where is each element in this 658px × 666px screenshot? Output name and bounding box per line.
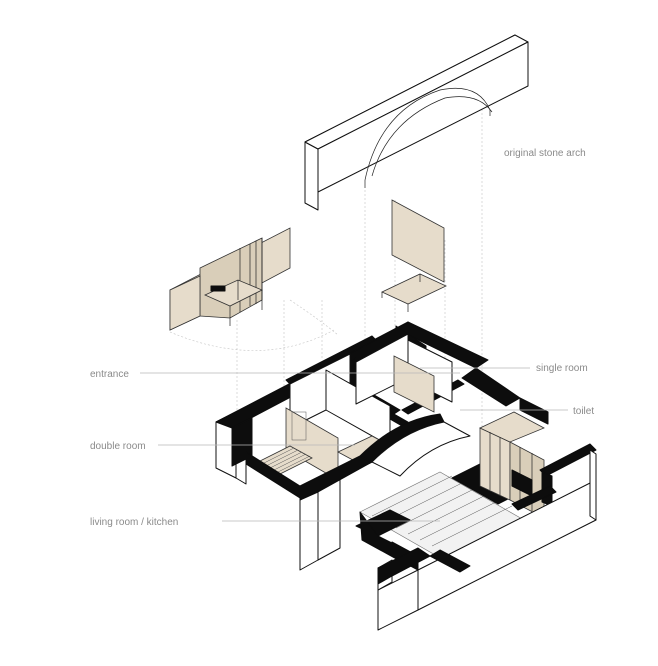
original-stone-arch-element — [304, 34, 529, 211]
floor-plan-axonometric — [215, 321, 597, 631]
label-toilet: toilet — [573, 406, 594, 417]
label-double-room: double room — [90, 441, 146, 452]
label-living-room-kitchen: living room / kitchen — [90, 517, 178, 528]
label-original-stone-arch: original stone arch — [504, 148, 586, 159]
label-single-room: single room — [536, 363, 588, 374]
leader-lines — [140, 367, 568, 522]
stair-hatch — [257, 445, 313, 475]
label-entrance: entrance — [90, 369, 129, 380]
single-room-ply-module — [381, 199, 447, 312]
entrance-ply-module — [169, 227, 291, 331]
